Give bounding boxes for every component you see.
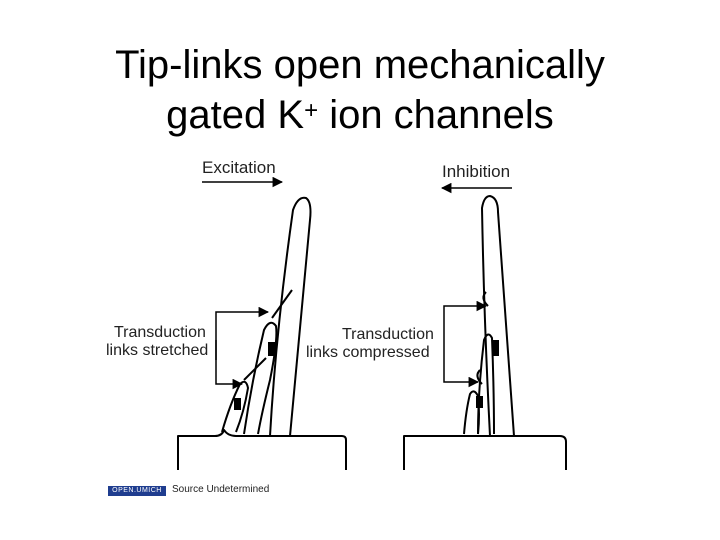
right-channel-lower: [476, 396, 483, 408]
right-tip-link-lower: [476, 369, 483, 385]
right-short-stereocilium: [463, 390, 480, 435]
right-mid-stereocilium: [477, 333, 495, 435]
left-annotation-line-1: Transduction: [114, 324, 206, 341]
right-bracket-lower: [443, 340, 480, 388]
left-tip-link-upper: [271, 289, 293, 319]
title-line-2: gated K+ ion channels: [166, 93, 554, 137]
left-bracket-lower: [215, 340, 244, 390]
inhibition-label: Inhibition: [442, 162, 511, 181]
left-cell-body: [177, 429, 347, 470]
open-michigan-logo[interactable]: OPEN.UMICH: [108, 486, 166, 496]
left-short-stereocilium: [221, 380, 249, 433]
right-bundle: [403, 195, 567, 470]
left-channel-lower: [234, 398, 241, 410]
right-annotation-line-1: Transduction: [342, 326, 434, 343]
title-line-1: Tip-links open mechanically: [115, 43, 605, 87]
source-attribution: Source Undetermined: [172, 484, 270, 495]
right-annotation-line-2: links compressed: [306, 344, 430, 361]
right-bracket-upper: [443, 300, 488, 340]
left-annotation-line-2: links stretched: [106, 342, 209, 359]
left-channel-upper: [268, 342, 275, 356]
right-channel-upper: [492, 340, 499, 356]
slide-title: Tip-links open mechanically gated K+ ion…: [0, 40, 720, 140]
left-mid-stereocilium: [243, 321, 278, 435]
right-cell-body: [403, 435, 567, 470]
right-tall-stereocilium: [481, 195, 515, 437]
left-tip-link-lower: [243, 357, 267, 381]
left-bundle: [177, 196, 347, 470]
left-bracket-upper: [215, 306, 270, 360]
left-tall-stereocilium: [269, 196, 312, 437]
excitation-label: Excitation: [202, 158, 276, 177]
